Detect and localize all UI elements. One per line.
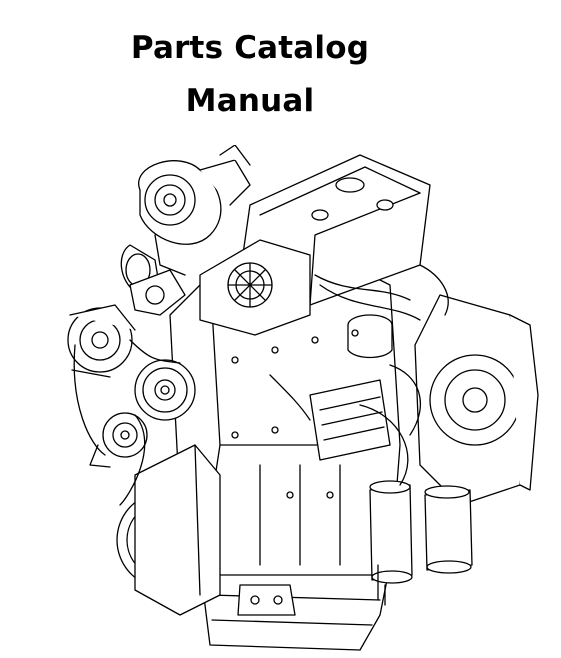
injection-pump <box>309 379 391 461</box>
intake-manifold <box>199 239 311 336</box>
fuel-filter-left <box>369 480 413 606</box>
oil-pan <box>199 564 391 651</box>
title-line-manual: Manual <box>185 83 315 119</box>
thermostat-housing <box>129 269 186 316</box>
title-line-parts-catalog: Parts Catalog <box>130 30 370 66</box>
engine-mount <box>237 584 296 616</box>
oil-filler-cap <box>347 314 393 359</box>
fuel-filter-right <box>424 485 473 574</box>
tensioner-pulley <box>89 412 148 468</box>
engine-drawing-svg <box>67 145 539 651</box>
upper-pulley <box>134 359 196 421</box>
fuel-lines <box>269 264 449 486</box>
engine-illustration <box>60 145 540 653</box>
drive-belt <box>73 339 181 506</box>
turbocharger <box>138 145 251 276</box>
alternator <box>67 304 136 378</box>
front-timing-cover <box>134 444 221 616</box>
valve-cover <box>239 154 431 306</box>
flywheel-housing <box>414 294 539 506</box>
block-bolts <box>231 329 359 499</box>
